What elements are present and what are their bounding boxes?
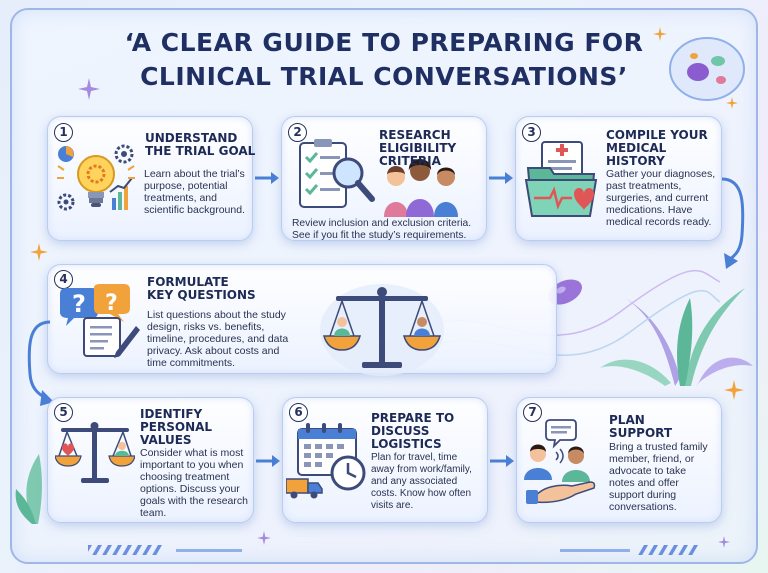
right-arrow-icon <box>255 172 279 184</box>
step-number-badge: 7 <box>523 403 542 422</box>
step-description-line: support during <box>609 489 677 501</box>
step-heading-line: RESEARCH <box>379 128 451 142</box>
sparkle-icon <box>257 531 271 545</box>
step-description-line: Consider what is most <box>140 447 244 459</box>
step-description-line: medical records ready. <box>606 216 712 228</box>
sparkle-icon <box>726 97 738 109</box>
step-description-line: time commitments. <box>147 357 236 369</box>
cell-microscope-icon <box>669 37 745 101</box>
decorative-stripes <box>560 545 698 555</box>
page-title-line-2: CLINICAL TRIAL CONVERSATIONS’ <box>140 62 628 91</box>
svg-text:?: ? <box>105 291 118 316</box>
medical-folder-heart-icon <box>524 141 598 217</box>
step-description-line: costs. Know how often <box>371 488 472 499</box>
step-heading-line: PREPARE TO <box>371 411 455 425</box>
step-heading-line: PERSONAL <box>140 420 213 434</box>
step-heading-line: HISTORY <box>606 154 665 168</box>
page-title-line-1: ‘A CLEAR GUIDE TO PREPARING FOR <box>124 28 644 57</box>
step-description-line: Learn about the trial’s <box>144 168 245 180</box>
step-description-line: Review inclusion and exclusion criteria. <box>292 218 472 229</box>
sparkle-icon <box>724 380 744 400</box>
step-number-badge: 1 <box>54 123 73 142</box>
step-number-badge: 5 <box>54 403 73 422</box>
step-description-line: away from work/family, <box>371 464 472 475</box>
step-heading-line: ELIGIBILITY <box>379 141 457 155</box>
step-heading-line: SUPPORT <box>609 426 673 440</box>
leaves-decoration <box>15 454 42 524</box>
step-heading-line: COMPILE YOUR <box>606 128 708 142</box>
step-description-line: surgeries, and current <box>606 192 709 204</box>
step-number-badge: 2 <box>288 123 307 142</box>
step-description-line: past treatments, <box>606 180 682 192</box>
step-number-badge: 3 <box>522 123 541 142</box>
checklist-magnifier-people-icon <box>299 139 458 217</box>
step-heading-line: VALUES <box>140 433 192 447</box>
step-description-line: scientific background. <box>144 204 245 216</box>
step-heading-line: CRITERIA <box>379 154 441 168</box>
right-arrow-icon <box>489 172 513 184</box>
step-description-line: notes and offer <box>609 477 679 489</box>
step-card-4 <box>47 264 557 374</box>
step-description-line: Plan for travel, time <box>371 452 458 463</box>
step-heading-line: FORMULATE <box>147 275 229 289</box>
step-description-line: timeline, procedures, and data <box>147 333 289 345</box>
heart-person-scale-icon <box>55 422 135 483</box>
people-chat-hand-icon <box>524 419 596 504</box>
step-heading-line: UNDERSTAND <box>145 131 238 145</box>
step-description-line: choosing treatment <box>140 471 230 483</box>
right-arrow-icon <box>256 455 280 467</box>
step-description-line: important to you when <box>140 459 244 471</box>
step-description-line: treatments, and <box>144 192 217 204</box>
svg-text:?: ? <box>72 290 86 318</box>
step-description-line: Bring a trusted family <box>609 441 708 453</box>
sparkle-icon <box>30 243 48 261</box>
step-description-line: List questions about the study <box>147 309 286 321</box>
step-heading-line: KEY QUESTIONS <box>147 288 256 302</box>
step-description-line: member, friend, or <box>609 453 695 465</box>
question-bubbles-notepad-icon: ? ? <box>60 284 140 358</box>
step-description-line: medications. Have <box>606 204 693 216</box>
lightbulb-gears-icon <box>57 144 135 211</box>
balance-scale-icon <box>320 284 444 376</box>
leaves-decoration <box>600 288 753 386</box>
right-arrow-icon <box>490 455 514 467</box>
decorative-stripes <box>88 545 242 555</box>
step-heading-line: IDENTIFY <box>140 407 203 421</box>
sparkle-icon <box>78 78 100 100</box>
step-card-5 <box>47 397 254 523</box>
step-description-line: conversations. <box>609 501 677 513</box>
step-description-line: privacy. Ask about costs and <box>147 345 280 357</box>
calendar-clock-truck-icon <box>286 423 366 499</box>
step-heading-line: DISCUSS <box>371 424 430 438</box>
curved-arrow-icon <box>721 177 745 269</box>
curved-arrow-icon <box>27 320 54 406</box>
step-description-line: design, risks vs. benefits, <box>147 321 265 333</box>
sparkle-icon <box>653 27 667 41</box>
step-heading-line: PLAN <box>609 413 645 427</box>
step-description-line: goals with the research <box>140 495 248 507</box>
step-description-line: advocate to take <box>609 465 687 477</box>
sparkle-icon <box>718 536 730 548</box>
step-description-line: team. <box>140 507 167 519</box>
step-description-line: and any associated <box>371 476 458 487</box>
step-description-line: options. Discuss your <box>140 483 240 495</box>
step-number-badge: 6 <box>289 403 308 422</box>
step-description-line: Gather your diagnoses, <box>606 168 716 180</box>
step-heading-line: THE TRIAL GOAL <box>145 144 256 158</box>
step-description-line: See if you fit the study’s requirements. <box>292 230 467 241</box>
step-heading-line: LOGISTICS <box>371 437 442 451</box>
step-description-line: purpose, potential <box>144 180 228 192</box>
step-description-line: visits are. <box>371 500 414 511</box>
step-heading-line: MEDICAL <box>606 141 667 155</box>
